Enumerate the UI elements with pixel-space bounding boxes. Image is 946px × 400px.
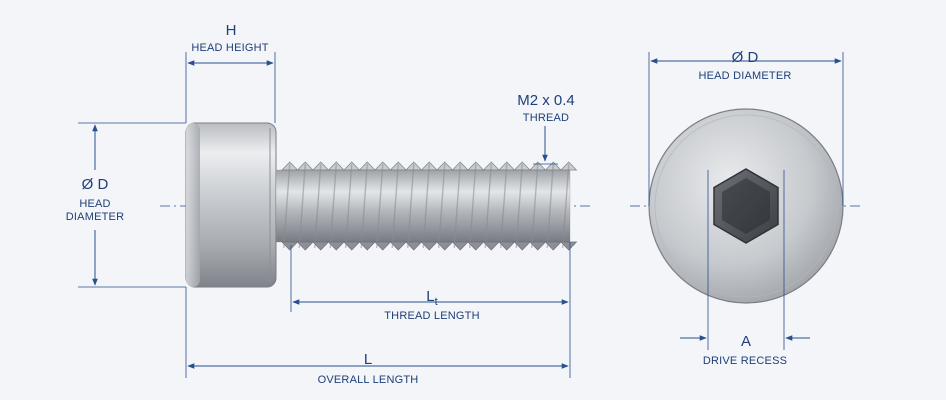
thread-crest-bottom bbox=[312, 241, 330, 251]
thread-crest-bottom bbox=[374, 241, 392, 251]
thread-flank bbox=[329, 163, 337, 249]
thread-crest-bottom bbox=[436, 241, 454, 251]
head-height-caption: HEAD HEIGHT bbox=[191, 42, 269, 54]
thread-flank bbox=[360, 163, 368, 249]
thread-crest-bottom bbox=[544, 241, 562, 251]
head-diameter-dimension-side bbox=[78, 122, 186, 288]
thread-flank bbox=[515, 163, 523, 249]
head-diameter-dimension-end bbox=[648, 52, 844, 206]
screw-head-side bbox=[185, 122, 277, 288]
thread-crests bbox=[281, 161, 578, 251]
head-diameter-symbol-end: Ø D bbox=[731, 49, 759, 66]
thread-flank bbox=[500, 163, 508, 249]
thread-flank bbox=[376, 163, 384, 249]
drive-recess-dimension bbox=[680, 170, 810, 350]
overall-length-caption: OVERALL LENGTH bbox=[317, 374, 419, 386]
thread-length-dimension bbox=[290, 242, 571, 378]
thread-crest-bottom bbox=[498, 241, 516, 251]
thread-flank bbox=[546, 163, 554, 249]
screw-shank-side bbox=[275, 161, 578, 251]
thread-crest-bottom bbox=[451, 241, 469, 251]
overall-length-dimension bbox=[185, 287, 569, 378]
thread-crest-bottom bbox=[405, 241, 423, 251]
head-diameter-caption-end: HEAD DIAMETER bbox=[698, 70, 792, 82]
thread-flank bbox=[469, 163, 477, 249]
thread-crest-bottom bbox=[420, 241, 438, 251]
screw-head-end bbox=[648, 108, 844, 304]
thread-crest-bottom bbox=[327, 241, 345, 251]
thread-callout bbox=[533, 126, 558, 165]
head-diameter-caption-line2: DIAMETER bbox=[65, 211, 125, 223]
thread-length-symbol: Lt bbox=[426, 288, 438, 308]
thread-crest-bottom bbox=[529, 241, 547, 251]
thread-crest-bottom bbox=[281, 241, 299, 251]
thread-flank bbox=[453, 163, 461, 249]
thread-crest-bottom bbox=[296, 241, 314, 251]
thread-flank bbox=[407, 163, 415, 249]
drive-recess-caption: DRIVE RECESS bbox=[702, 355, 788, 367]
thread-length-subscript: t bbox=[434, 296, 438, 308]
thread-length-caption: THREAD LENGTH bbox=[384, 310, 480, 322]
thread-flank bbox=[422, 163, 430, 249]
thread-crest-bottom bbox=[358, 241, 376, 251]
thread-crest-bottom bbox=[513, 241, 531, 251]
thread-crest-bottom bbox=[467, 241, 485, 251]
thread-flank bbox=[283, 163, 291, 249]
head-diameter-symbol-side: Ø D bbox=[81, 176, 109, 193]
overall-length-symbol: L bbox=[363, 351, 373, 368]
head-height-dimension bbox=[185, 52, 276, 123]
thread-flank bbox=[531, 163, 539, 249]
thread-crest-bottom bbox=[389, 241, 407, 251]
thread-flank bbox=[345, 163, 353, 249]
thread-flank bbox=[438, 163, 446, 249]
thread-crest-bottom bbox=[343, 241, 361, 251]
thread-size-label: M2 x 0.4 bbox=[517, 92, 575, 109]
thread-crest-bottom bbox=[560, 241, 578, 251]
thread-flank bbox=[314, 163, 322, 249]
thread-caption: THREAD bbox=[522, 112, 570, 124]
thread-flank bbox=[391, 163, 399, 249]
head-height-symbol: H bbox=[225, 22, 237, 39]
thread-crest-bottom bbox=[482, 241, 500, 251]
thread-flank bbox=[484, 163, 492, 249]
drive-recess-symbol: A bbox=[740, 333, 751, 350]
head-diameter-caption-line1: HEAD bbox=[79, 198, 111, 210]
thread-flank bbox=[562, 163, 570, 249]
thread-flank bbox=[298, 163, 306, 249]
